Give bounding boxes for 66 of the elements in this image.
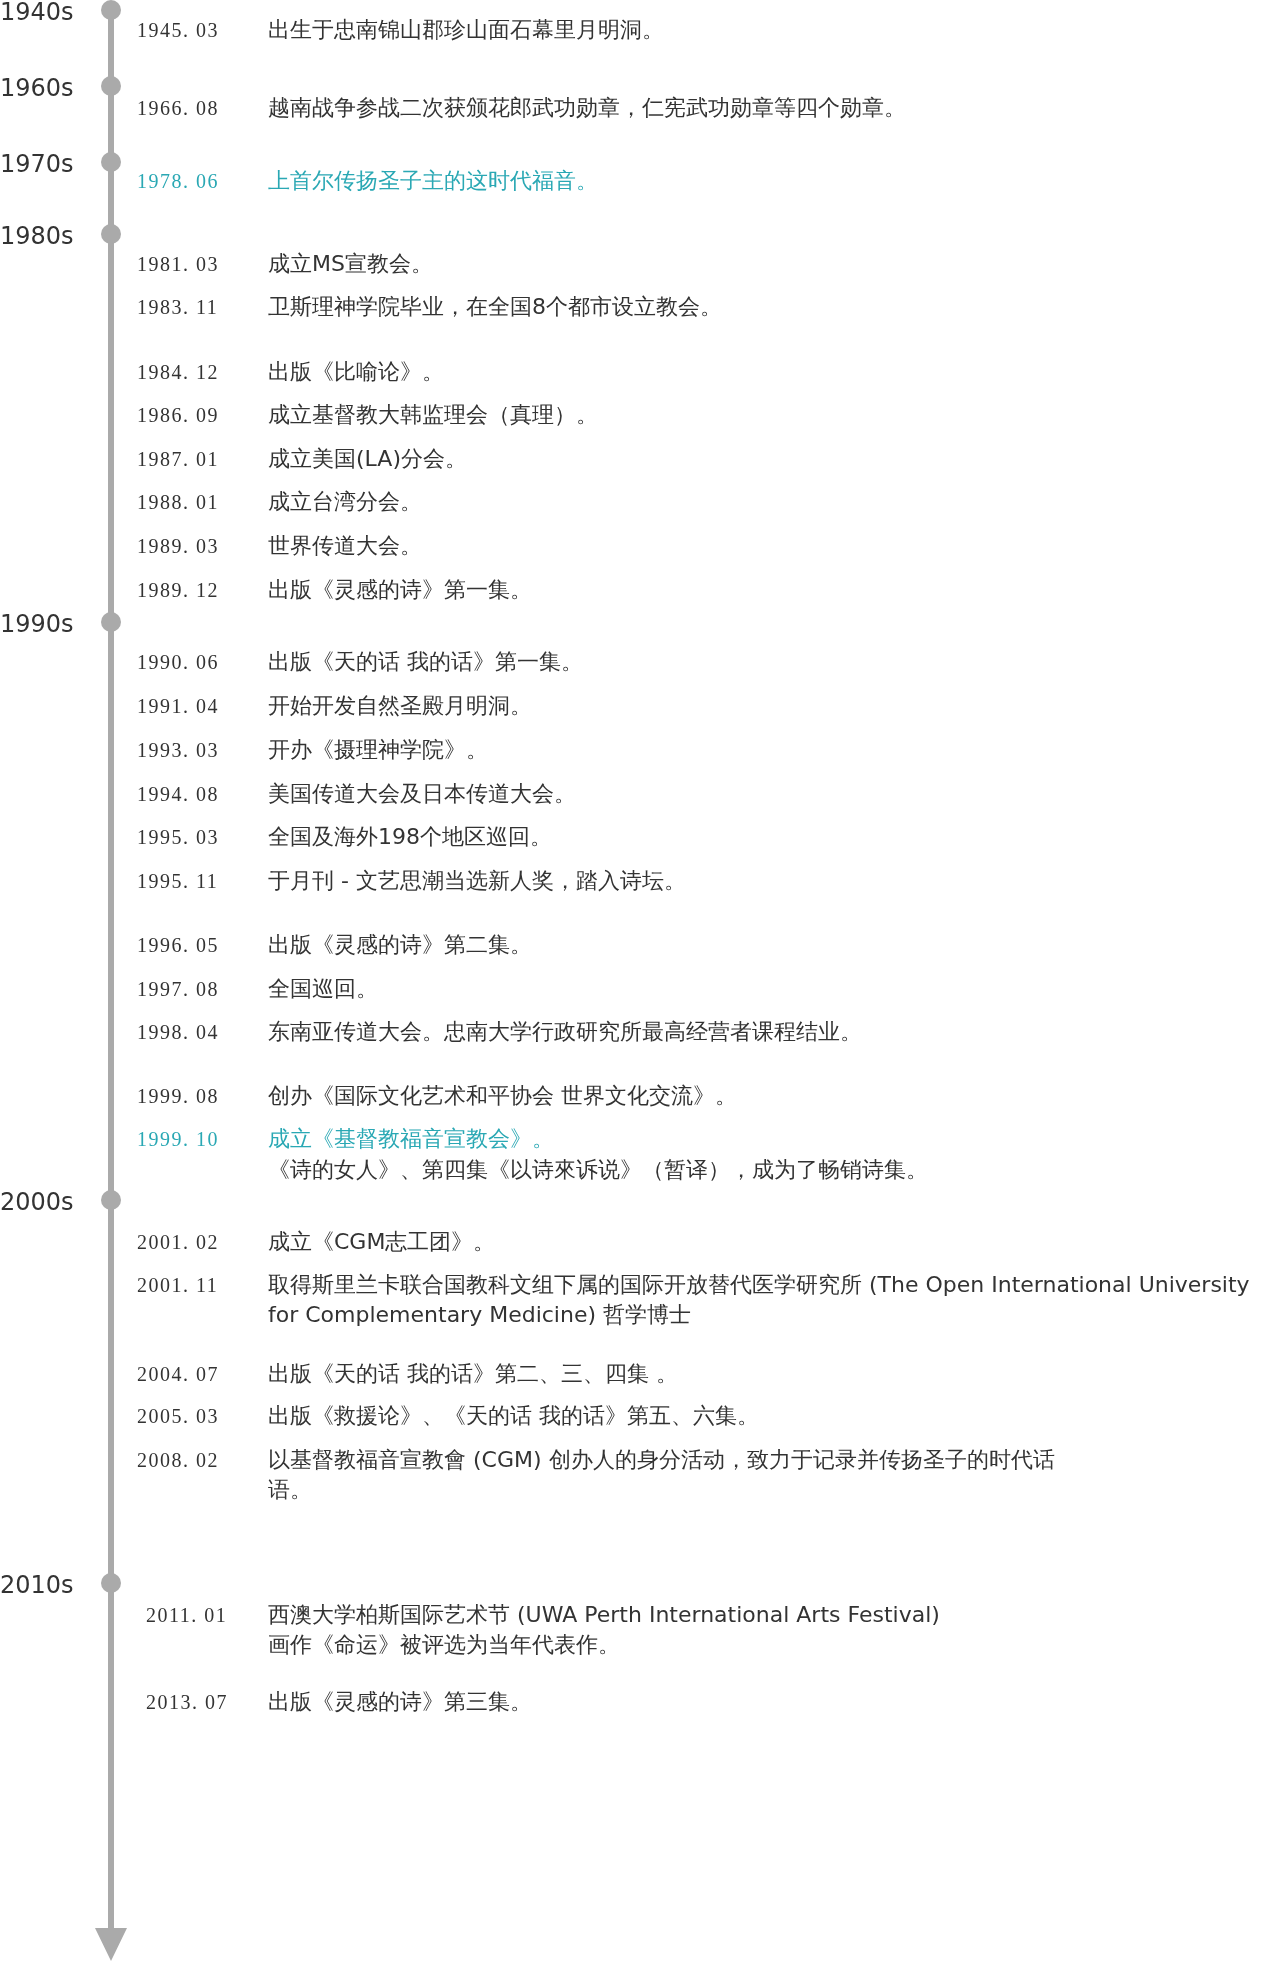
date-label: 1986. 09 xyxy=(137,403,219,428)
decade-label: 2000s xyxy=(0,1187,74,1217)
event-text: 全国巡回。 xyxy=(268,975,378,1003)
event-text: 成立《CGM志工团》。 xyxy=(268,1228,496,1256)
date-label: 1993. 03 xyxy=(137,738,219,763)
decade-label: 1970s xyxy=(0,149,74,179)
event-text: 创办《国际文化艺术和平协会 世界文化交流》。 xyxy=(268,1082,737,1110)
event-text: 成立台湾分会。 xyxy=(268,488,422,516)
date-label: 1995. 03 xyxy=(137,825,219,850)
event-text: 世界传道大会。 xyxy=(268,532,422,560)
date-label: 1945. 03 xyxy=(137,18,219,43)
date-label: 1989. 12 xyxy=(137,578,219,603)
date-label: 2001. 02 xyxy=(137,1230,219,1255)
decade-label: 1940s xyxy=(0,0,74,27)
event-text: 全国及海外198个地区巡回。 xyxy=(268,823,552,851)
date-label: 2013. 07 xyxy=(146,1690,228,1715)
date-label: 1996. 05 xyxy=(137,933,219,958)
date-label: 1983. 11 xyxy=(137,295,219,320)
event-text: 卫斯理神学院毕业，在全国8个都市设立教会。 xyxy=(268,293,722,321)
event-text: 成立MS宣教会。 xyxy=(268,250,433,278)
event-text: 越南战争参战二次获颁花郎武功勋章，仁宪武功勋章等四个勋章。 xyxy=(268,94,906,122)
event-text: 成立《基督教福音宣教会》。 xyxy=(268,1125,554,1153)
date-label: 1978. 06 xyxy=(137,169,219,194)
date-label: 1989. 03 xyxy=(137,534,219,559)
date-label: 2004. 07 xyxy=(137,1362,219,1387)
date-label: 2011. 01 xyxy=(146,1603,228,1628)
decade-label: 1980s xyxy=(0,221,74,251)
event-text: 出版《救援论》、《天的话 我的话》第五、六集。 xyxy=(268,1402,759,1430)
date-label: 1966. 08 xyxy=(137,96,219,121)
date-label: 2005. 03 xyxy=(137,1404,219,1429)
date-label: 1999. 08 xyxy=(137,1084,219,1109)
decade-label: 2010s xyxy=(0,1570,74,1600)
decade-label: 1990s xyxy=(0,609,74,639)
event-text: 《诗的女人》、第四集《以诗來诉说》（暂译），成为了畅销诗集。 xyxy=(268,1156,928,1184)
event-text: 于月刊 - 文艺思潮当选新人奖，踏入诗坛。 xyxy=(268,867,686,895)
date-label: 1999. 10 xyxy=(137,1127,219,1152)
event-text: 出版《灵感的诗》第三集。 xyxy=(268,1688,532,1716)
event-text: 出版《天的话 我的话》第二、三、四集 。 xyxy=(268,1360,678,1388)
date-label: 2001. 11 xyxy=(137,1273,219,1298)
event-text: 出版《灵感的诗》第二集。 xyxy=(268,931,532,959)
date-label: 1984. 12 xyxy=(137,360,219,385)
event-text: 成立基督教大韩监理会（真理）。 xyxy=(268,401,598,429)
event-text: 出版《灵感的诗》第一集。 xyxy=(268,576,532,604)
event-text: 东南亚传道大会。忠南大学行政研究所最高经营者课程结业。 xyxy=(268,1018,862,1046)
date-label: 2008. 02 xyxy=(137,1448,219,1473)
event-text: 出版《比喻论》。 xyxy=(268,358,444,386)
date-label: 1987. 01 xyxy=(137,447,219,472)
event-text: 出版《天的话 我的话》第一集。 xyxy=(268,648,583,676)
event-text: 上首尔传扬圣子主的这时代福音。 xyxy=(268,167,598,195)
date-label: 1995. 11 xyxy=(137,869,219,894)
event-text: 出生于忠南锦山郡珍山面石幕里月明洞。 xyxy=(268,16,664,44)
event-text: 开始开发自然圣殿月明洞。 xyxy=(268,692,532,720)
date-label: 1994. 08 xyxy=(137,782,219,807)
event-text: 西澳大学柏斯国际艺术节 (UWA Perth International Arts Festival) 画作《命运》被评选为当年代表作。 xyxy=(268,1601,941,1659)
event-text: 以基督教福音宣教會 (CGM) 创办人的身分活动，致力于记录并传扬圣子的时代话语。 xyxy=(268,1446,1056,1504)
date-label: 1991. 04 xyxy=(137,694,219,719)
event-text: 美国传道大会及日本传道大会。 xyxy=(268,780,576,808)
date-label: 1990. 06 xyxy=(137,650,219,675)
date-label: 1981. 03 xyxy=(137,252,219,277)
date-label: 1997. 08 xyxy=(137,977,219,1002)
date-label: 1988. 01 xyxy=(137,490,219,515)
event-text: 成立美国(LA)分会。 xyxy=(268,445,467,473)
date-label: 1998. 04 xyxy=(137,1020,219,1045)
event-text: 取得斯里兰卡联合国教科文组下属的国际开放替代医学研究所 (The Open International University for Complementary Medicine) 哲学博士 xyxy=(268,1271,1251,1329)
decade-label: 1960s xyxy=(0,73,74,103)
event-text: 开办《摄理神学院》。 xyxy=(268,736,488,764)
